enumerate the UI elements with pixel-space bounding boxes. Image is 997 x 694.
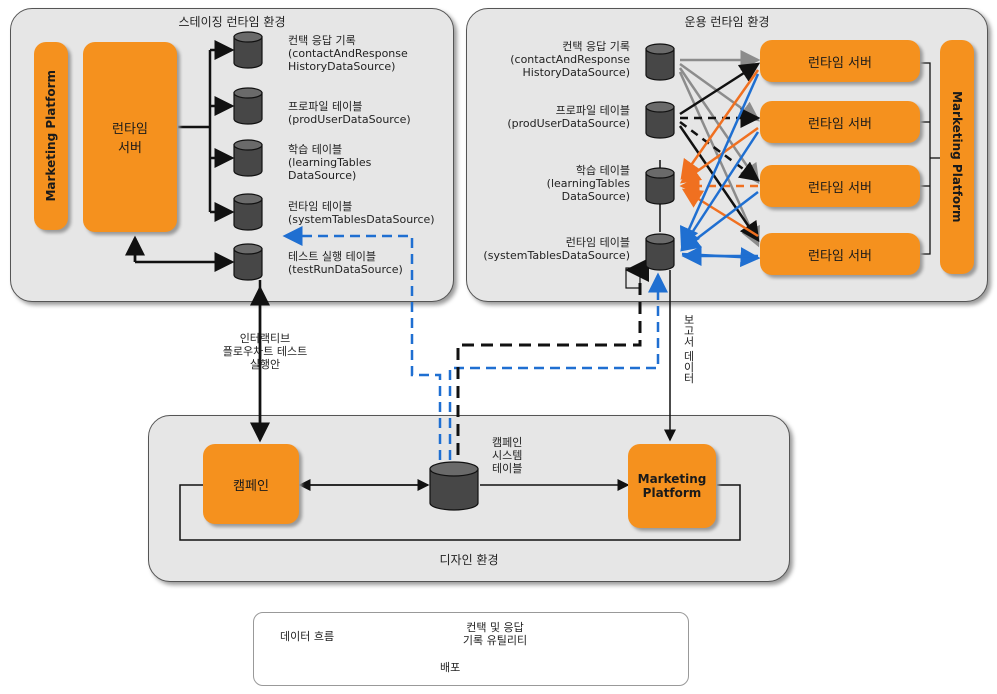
prod-table-runtime: 런타임 테이블 (systemTablesDataSource) [483, 236, 630, 262]
legend-deploy: 배포 [440, 661, 461, 674]
staging-profile-db [233, 87, 263, 125]
prod-platform-box: Marketing Platform [940, 40, 974, 274]
prod-runtime-server-3: 런타임 서버 [760, 165, 920, 207]
prod-table-learning: 학습 테이블 (learningTables DataSource) [546, 164, 630, 203]
production-title: 운용 런타임 환경 [684, 15, 770, 29]
prod-runtime-server-2: 런타임 서버 [760, 101, 920, 143]
staging-server-label: 런타임 서버 [112, 122, 148, 156]
staging-contact-db [233, 31, 263, 69]
legend-data-flow: 데이터 흐름 [280, 630, 335, 643]
prod-learning-db [645, 167, 675, 205]
staging-learning-db [233, 139, 263, 177]
staging-table-learning: 학습 테이블 (learningTables DataSource) [288, 143, 372, 182]
design-title: 디자인 환경 [439, 553, 499, 567]
staging-testrun-db [233, 243, 263, 281]
report-data-label: 보고서 데이터 [682, 314, 695, 384]
prod-table-contact: 컨택 응답 기록 (contactAndResponse HistoryData… [510, 40, 630, 79]
staging-table-testrun: 테스트 실행 테이블 (testRunDataSource) [288, 250, 403, 276]
prod-table-profile: 프로파일 테이블 (prodUserDataSource) [507, 104, 630, 130]
campaign-system-db [429, 461, 479, 511]
prod-platform-label: Marketing Platform [950, 91, 964, 223]
staging-platform-label: Marketing Platform [44, 70, 58, 202]
staging-title: 스테이징 런타임 환경 [178, 15, 286, 29]
interactive-test-label: 인터랙티브 플로우차트 테스트 실행안 [222, 332, 308, 371]
staging-table-contact: 컨택 응답 기록 (contactAndResponse HistoryData… [288, 34, 408, 73]
staging-table-profile: 프로파일 테이블 (prodUserDataSource) [288, 100, 411, 126]
staging-platform-box: Marketing Platform [34, 42, 68, 230]
campaign-system-tables-label: 캠페인 시스템 테이블 [492, 436, 523, 475]
staging-runtime-db [233, 193, 263, 231]
legend: 데이터 흐름 컨택 및 응답 기록 유틸리티 배포 [253, 612, 689, 686]
staging-table-runtime: 런타임 테이블 (systemTablesDataSource) [288, 200, 435, 226]
database-cylinders [233, 31, 675, 511]
prod-runtime-server-1: 런타임 서버 [760, 40, 920, 82]
design-platform-box: Marketing Platform [628, 444, 716, 528]
staging-runtime-server: 런타임 서버 [83, 42, 177, 232]
prod-runtime-server-4: 런타임 서버 [760, 233, 920, 275]
legend-contact-utility: 컨택 및 응답 기록 유틸리티 [462, 621, 528, 647]
staging-server-links [125, 40, 235, 272]
prod-runtime-db [645, 233, 675, 271]
prod-contact-db [645, 43, 675, 81]
prod-profile-db [645, 101, 675, 139]
campaign-box: 캠페인 [203, 444, 299, 524]
